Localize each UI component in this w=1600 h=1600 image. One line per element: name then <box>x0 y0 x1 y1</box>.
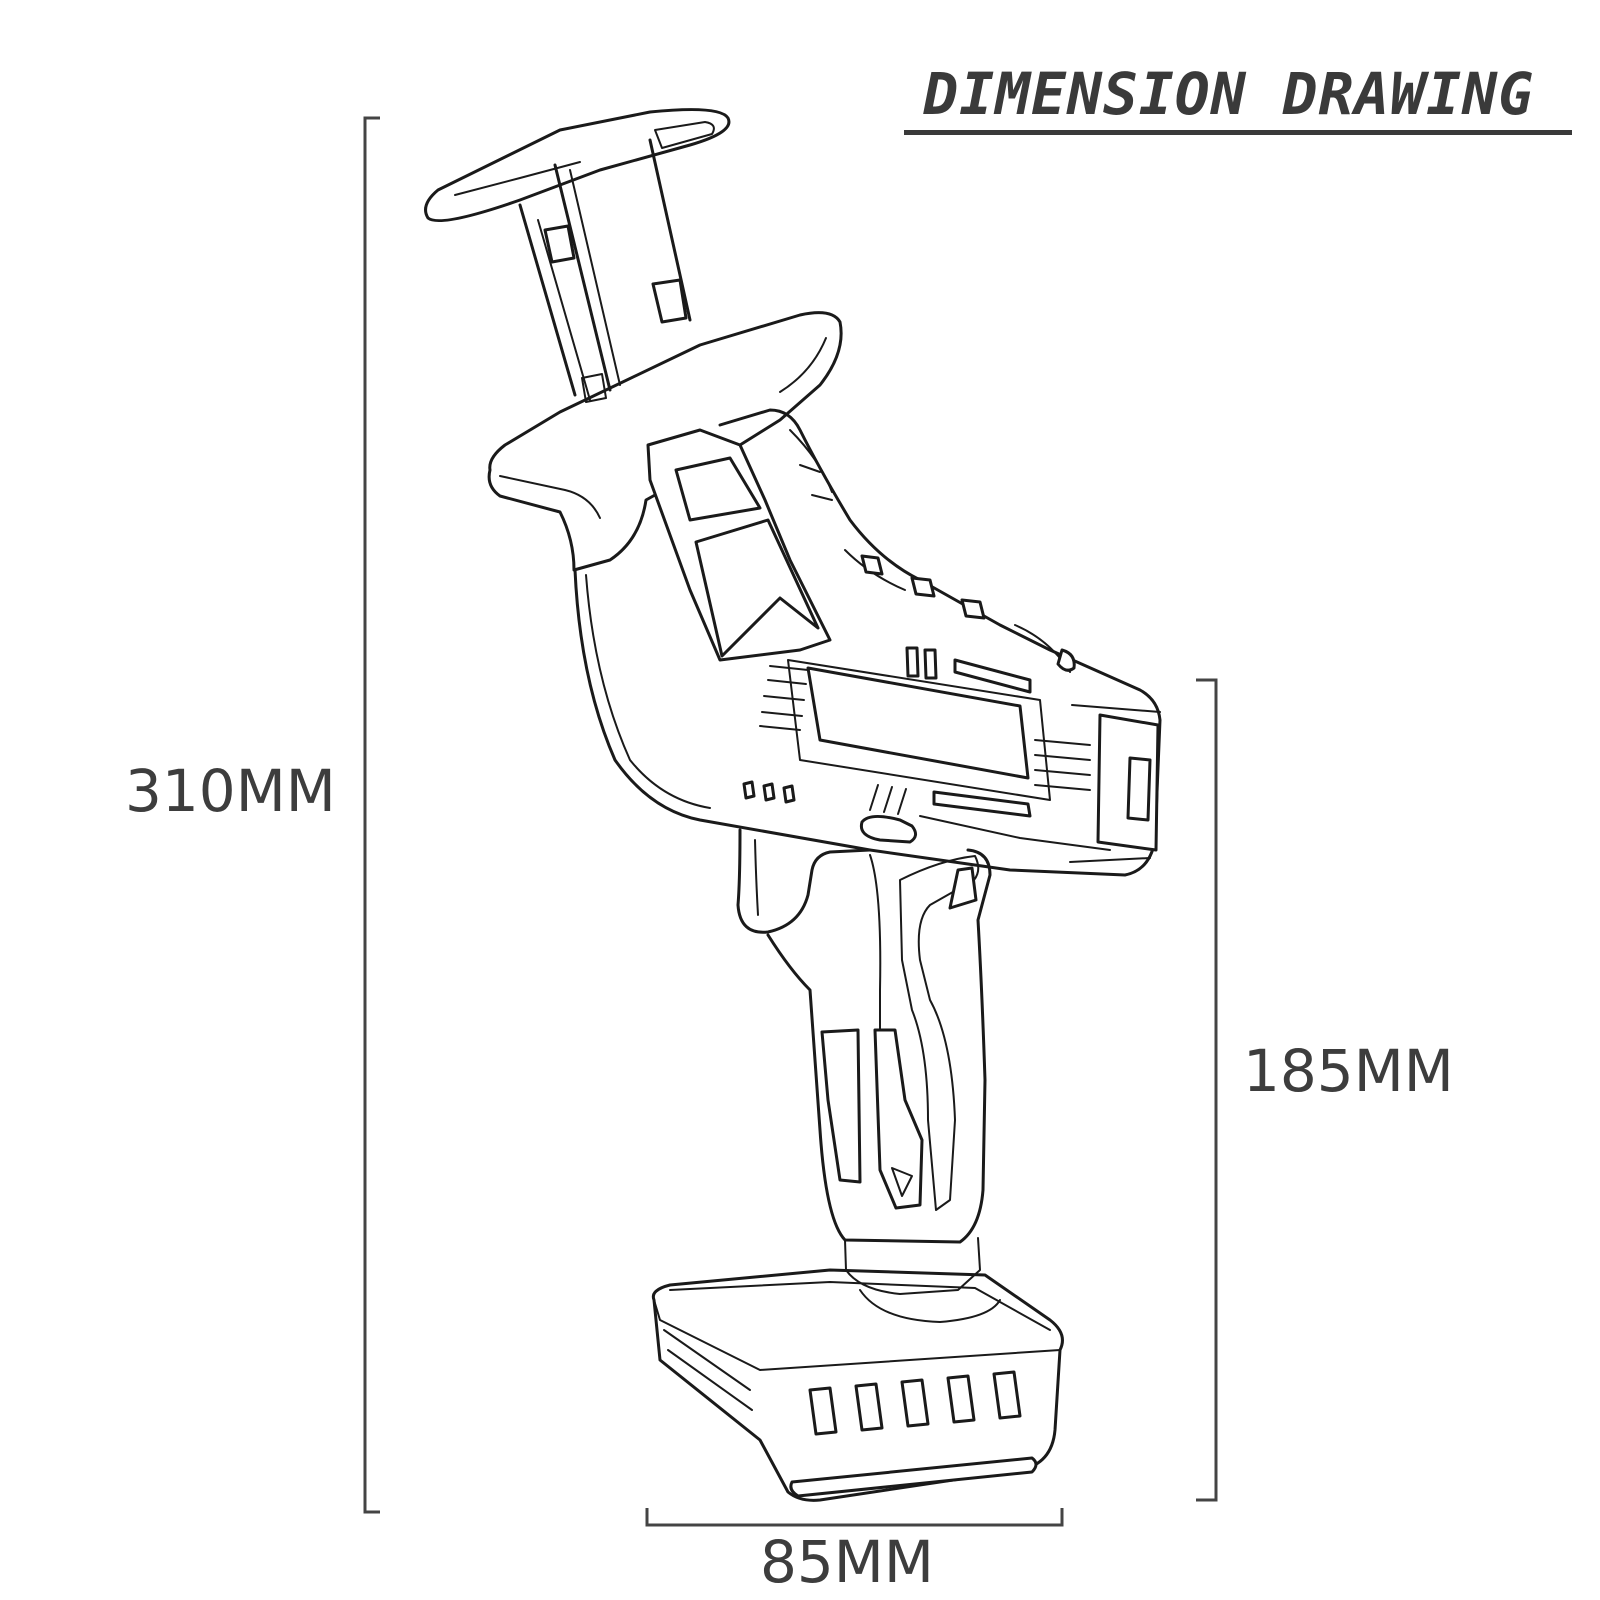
width-dimension-bracket <box>645 1508 1064 1527</box>
handle <box>766 848 992 1295</box>
battery-pack <box>651 1268 1064 1502</box>
base-width-label: 85MM <box>760 1528 934 1596</box>
motor-body <box>573 408 1162 877</box>
handle-dimension-bracket <box>1196 678 1218 1502</box>
overall-height-label: 310MM <box>125 757 336 825</box>
trigger <box>736 828 872 934</box>
height-dimension-bracket <box>363 116 380 1514</box>
title-underline <box>904 130 1572 135</box>
shoe-plate <box>487 311 843 572</box>
handle-height-label: 185MM <box>1243 1037 1454 1105</box>
drawing-title: DIMENSION DRAWING <box>923 60 1534 128</box>
blade-clamp <box>424 108 731 403</box>
